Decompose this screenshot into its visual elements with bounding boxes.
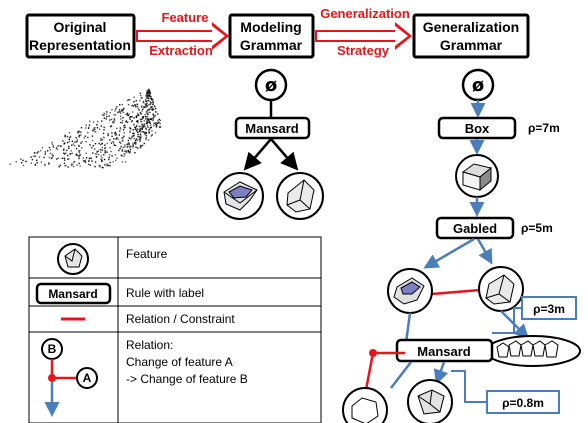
legend-node-a: A (83, 371, 92, 385)
arrow1-bottom-label: Extraction (149, 43, 213, 58)
gabled-feature-node-right (478, 266, 524, 312)
gen-mansard-left-line (390, 361, 412, 389)
gabled-feature-node-left (387, 268, 433, 314)
legend-rule-sample-label: Mansard (48, 287, 97, 301)
generalization-start-node: ø (461, 68, 495, 102)
arrow1-top-label: Feature (162, 10, 209, 25)
generalization-strategy-arrow: Generalization Strategy (315, 6, 412, 58)
modeling-mansard-label: Mansard (245, 121, 299, 136)
rho-08m-callout: ρ=0.8m (486, 390, 560, 414)
legend-dependency-sample: B A (41, 338, 98, 417)
box-rule: Box (437, 116, 517, 140)
generalization-label-line1: Generalization (423, 19, 519, 35)
modeling-grammar-box: Modeling Grammar (228, 13, 315, 59)
box-rho-label: ρ=7m (528, 121, 560, 135)
legend-rel-line2: Change of feature A (126, 355, 233, 369)
rho-3m-leader (492, 307, 522, 334)
legend-feature-label: Feature (126, 247, 168, 261)
mansard-right-arrow (270, 138, 299, 171)
box-rule-label: Box (465, 121, 490, 136)
modeling-label-line1: Modeling (240, 19, 301, 35)
generalization-grammar-box: Generalization Grammar (412, 13, 530, 59)
rho-08m-leader (451, 370, 487, 403)
rho-08m-label: ρ=0.8m (502, 396, 544, 410)
legend-node-b: B (48, 342, 57, 356)
original-label-line1: Original (54, 19, 107, 35)
mansard-left-arrow (243, 138, 272, 171)
feature-extraction-arrow: Feature Extraction (136, 10, 229, 58)
rho-3m-label: ρ=3m (533, 302, 565, 316)
gabled-rule: Gabled (435, 216, 515, 240)
gen-mansard-feature-right (407, 379, 453, 423)
point-cloud-image (9, 88, 162, 169)
legend-rule-label: Rule with label (126, 286, 204, 300)
gabled-roofs-strip (485, 335, 581, 367)
modeling-start-node: ø (254, 68, 288, 102)
modeling-mansard-rule: Mansard (234, 116, 311, 140)
gen-mansard-label: Mansard (417, 344, 471, 359)
arrow2-top-label: Generalization (320, 6, 410, 21)
mansard-feature-node-left (216, 172, 264, 220)
legend-rel-line1: Relation: (126, 338, 173, 352)
mansard-feature-node-right (276, 172, 324, 220)
generalization-start-symbol: ø (472, 75, 484, 96)
gabled-rho-label: ρ=5m (521, 221, 553, 235)
arrow2-bottom-label: Strategy (337, 43, 390, 58)
rho-3m-callout: ρ=3m (521, 296, 577, 320)
legend-feature-icon (57, 243, 89, 275)
gabled-left-arrow (423, 237, 475, 269)
original-label-line2: Representation (29, 37, 131, 53)
generalization-label-line2: Grammar (440, 37, 503, 53)
gabled-rule-label: Gabled (453, 221, 497, 236)
original-representation-box: Original Representation (25, 13, 136, 59)
legend-table: Feature Mansard Rule with label Relation… (28, 236, 322, 423)
gen-mansard-right-arrow (433, 361, 449, 385)
legend-relation-label: Relation / Constraint (126, 312, 235, 326)
modeling-start-symbol: ø (265, 75, 277, 96)
gabled-right-arrow (476, 238, 493, 265)
gen-mansard-rule: Mansard (395, 338, 494, 363)
box-feature-node (455, 154, 499, 198)
modeling-label-line2: Grammar (240, 37, 303, 53)
gen-mansard-feature-left (342, 387, 388, 423)
legend-rule-sample: Mansard (35, 282, 112, 305)
feature-constraint-link (431, 288, 481, 296)
legend-rel-line3: -> Change of feature B (126, 372, 248, 386)
